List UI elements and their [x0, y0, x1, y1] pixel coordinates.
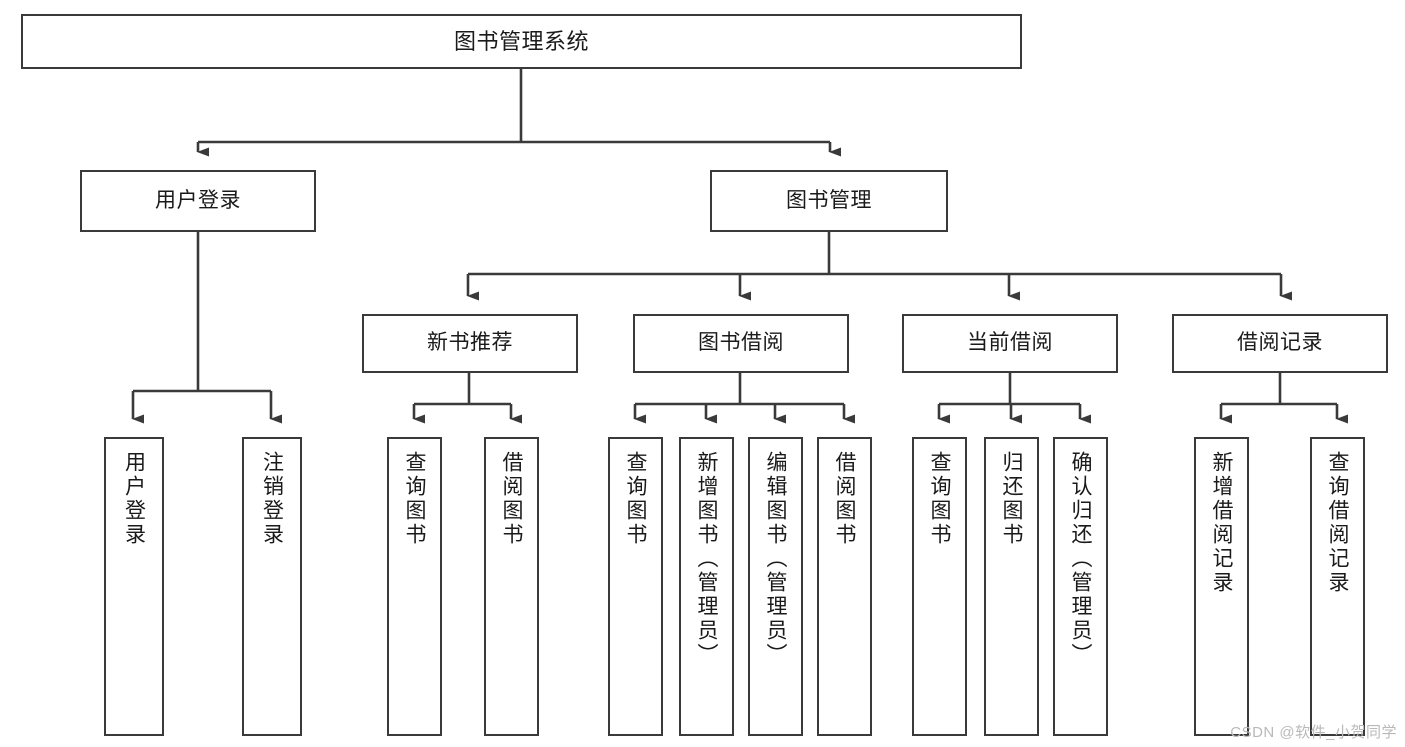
- node-leaf-query-book-3-label: 查询图书: [928, 451, 951, 547]
- node-borrow-record[interactable]: 借阅记录: [1172, 314, 1388, 373]
- node-leaf-confirm-return[interactable]: 确认归还（管理员）: [1053, 437, 1108, 736]
- node-book-manage-label: 图书管理: [786, 188, 872, 212]
- node-leaf-borrow-book-2[interactable]: 借阅图书: [817, 437, 872, 736]
- node-new-book-rec-label: 新书推荐: [427, 331, 513, 355]
- node-leaf-query-book-2-label: 查询图书: [624, 451, 647, 547]
- node-book-borrow-label: 图书借阅: [698, 331, 784, 355]
- node-leaf-return-book-label: 归还图书: [1000, 451, 1023, 547]
- node-leaf-borrow-book-1[interactable]: 借阅图书: [484, 437, 539, 736]
- node-user-login[interactable]: 用户登录: [80, 170, 316, 232]
- node-leaf-query-record-label: 查询借阅记录: [1326, 451, 1349, 595]
- node-root[interactable]: 图书管理系统: [21, 14, 1022, 69]
- node-leaf-borrow-book-2-label: 借阅图书: [833, 451, 856, 547]
- node-leaf-user-login[interactable]: 用户登录: [104, 437, 164, 736]
- node-current-borrow[interactable]: 当前借阅: [902, 314, 1118, 373]
- node-leaf-query-book-2[interactable]: 查询图书: [608, 437, 663, 736]
- node-leaf-edit-book[interactable]: 编辑图书（管理员）: [748, 437, 803, 736]
- node-leaf-query-book-3[interactable]: 查询图书: [912, 437, 967, 736]
- node-leaf-edit-book-label: 编辑图书（管理员）: [764, 451, 787, 667]
- node-book-borrow[interactable]: 图书借阅: [633, 314, 849, 373]
- node-user-login-label: 用户登录: [155, 188, 241, 212]
- node-leaf-query-book-1-label: 查询图书: [403, 451, 426, 547]
- node-leaf-add-book-label: 新增图书（管理员）: [695, 451, 718, 667]
- node-leaf-query-book-1[interactable]: 查询图书: [387, 437, 442, 736]
- node-leaf-user-logout[interactable]: 注销登录: [242, 437, 302, 736]
- node-current-borrow-label: 当前借阅: [967, 331, 1053, 355]
- node-leaf-add-book[interactable]: 新增图书（管理员）: [679, 437, 734, 736]
- node-root-label: 图书管理系统: [453, 28, 589, 54]
- node-leaf-user-login-label: 用户登录: [122, 451, 146, 547]
- node-leaf-add-record-label: 新增借阅记录: [1210, 451, 1233, 595]
- node-leaf-query-record[interactable]: 查询借阅记录: [1310, 437, 1365, 736]
- node-book-manage[interactable]: 图书管理: [710, 170, 948, 232]
- node-new-book-rec[interactable]: 新书推荐: [362, 314, 578, 373]
- node-leaf-user-logout-label: 注销登录: [260, 451, 284, 547]
- node-leaf-confirm-return-label: 确认归还（管理员）: [1069, 451, 1092, 667]
- node-borrow-record-label: 借阅记录: [1237, 331, 1323, 355]
- node-leaf-borrow-book-1-label: 借阅图书: [500, 451, 523, 547]
- watermark: CSDN @软件_小贺同学: [1230, 724, 1397, 741]
- node-leaf-return-book[interactable]: 归还图书: [984, 437, 1039, 736]
- node-leaf-add-record[interactable]: 新增借阅记录: [1194, 437, 1249, 736]
